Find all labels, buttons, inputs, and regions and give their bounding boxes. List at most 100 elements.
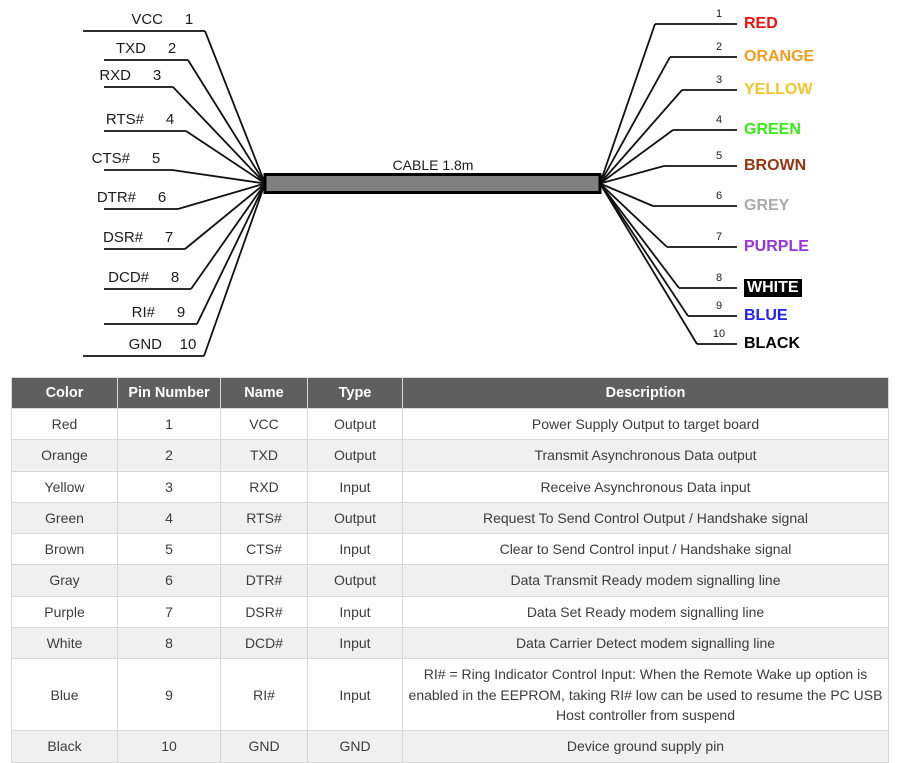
pin-number-right-1: 1 (715, 8, 723, 20)
column-header-pin-number: Pin Number (117, 377, 221, 409)
cell-type: GND (307, 730, 403, 763)
wire-left-10 (203, 183, 266, 357)
column-header-name: Name (220, 377, 308, 409)
column-header-type: Type (307, 377, 403, 409)
cell-pin-number: 2 (117, 439, 221, 472)
wire-right-9 (599, 183, 689, 317)
cell-name: CTS# (220, 533, 308, 566)
cell-type: Input (307, 658, 403, 732)
wire-right-7 (599, 182, 668, 248)
cell-pin-number: 6 (117, 564, 221, 597)
pin-number-left-9: 9 (176, 304, 186, 321)
cell-name: RI# (220, 658, 308, 732)
pin-number-left-8: 8 (170, 269, 180, 286)
cell-description: Power Supply Output to target board (402, 407, 889, 441)
pin-label-ri: RI# (131, 304, 155, 321)
pin-number-right-6: 6 (715, 190, 723, 202)
wire-right-3 (599, 89, 683, 185)
pin-number-left-10: 10 (179, 336, 197, 353)
cell-pin-number: 9 (117, 658, 221, 732)
pin-label-gnd: GND (128, 336, 162, 353)
cell-type: Input (307, 533, 403, 566)
cell-description: Transmit Asynchronous Data output (402, 439, 889, 472)
pin-number-right-5: 5 (715, 150, 723, 162)
cell-description: Data Carrier Detect modem signalling lin… (402, 627, 889, 660)
cell-color: White (11, 627, 118, 660)
pin-label-dcd: DCD# (108, 269, 149, 286)
wire-left-7 (184, 182, 266, 250)
pin-number-right-7: 7 (715, 231, 723, 243)
cell-color: Brown (11, 533, 118, 566)
cell-color: Blue (11, 658, 118, 732)
cell-type: Input (307, 470, 403, 503)
wire-color-label-grey: GREY (744, 197, 790, 214)
pin-number-right-3: 3 (715, 74, 723, 86)
wire-left-3 (172, 86, 266, 185)
cell-name: DTR# (220, 564, 308, 597)
table-header: Color Pin Number Name Type Description (11, 377, 889, 409)
wire-color-label-white: WHITE (744, 279, 802, 297)
cell-type: Output (307, 439, 403, 472)
cell-color: Gray (11, 564, 118, 597)
wire-left-4 (185, 130, 266, 185)
pin-label-vcc: VCC (131, 11, 163, 28)
wire-color-label-black: BLACK (744, 335, 800, 352)
wire-right-4 (599, 129, 674, 185)
cable-bar (263, 173, 602, 194)
cell-pin-number: 3 (117, 470, 221, 503)
pin-number-left-4: 4 (165, 111, 175, 128)
pin-number-right-10: 10 (712, 328, 726, 340)
pin-label-txd: TXD (116, 40, 146, 57)
wire-color-label-blue: BLUE (744, 307, 788, 324)
cell-description: Receive Asynchronous Data input (402, 470, 889, 503)
pin-label-dsr: DSR# (102, 229, 143, 246)
cell-color: Black (11, 730, 118, 763)
pin-number-left-6: 6 (157, 189, 167, 206)
cell-description: Data Transmit Ready modem signalling lin… (402, 564, 889, 597)
wire-left-1 (204, 30, 266, 184)
table-header-row: Color Pin Number Name Type Description (11, 377, 889, 409)
cell-pin-number: 7 (117, 595, 221, 629)
column-header-color: Color (11, 377, 118, 409)
wire-right-5 (599, 165, 665, 185)
pin-number-right-9: 9 (715, 300, 723, 312)
cell-color: Orange (11, 439, 118, 472)
cell-pin-number: 1 (117, 407, 221, 441)
cell-name: TXD (220, 439, 308, 472)
cell-name: GND (220, 730, 308, 763)
cell-type: Output (307, 501, 403, 535)
wiring-svg (83, 23, 737, 357)
wire-right-10 (599, 183, 698, 345)
cell-description: Device ground supply pin (402, 730, 889, 763)
cell-color: Red (11, 407, 118, 441)
cell-pin-number: 10 (117, 730, 221, 763)
wire-right-8 (599, 182, 680, 289)
wire-left-2 (187, 59, 266, 184)
cable-length-caption: CABLE 1.8m (392, 157, 474, 173)
column-header-description: Description (402, 377, 889, 409)
pin-label-cts: CTS# (91, 150, 130, 167)
pin-number-left-5: 5 (151, 150, 161, 167)
wire-left-8 (190, 182, 266, 290)
cell-name: DCD# (220, 627, 308, 660)
wire-color-label-brown: BROWN (744, 157, 807, 174)
pin-number-right-2: 2 (715, 41, 723, 53)
cell-description: RI# = Ring Indicator Control Input: When… (402, 658, 889, 732)
cell-description: Clear to Send Control input / Handshake … (402, 533, 889, 566)
cell-color: Green (11, 501, 118, 535)
pin-label-dtr: DTR# (96, 189, 136, 206)
cell-name: RXD (220, 470, 308, 503)
wire-color-label-red: RED (744, 15, 778, 32)
wire-color-label-purple: PURPLE (744, 238, 809, 255)
pin-label-rxd: RXD (99, 67, 131, 84)
cell-type: Input (307, 627, 403, 660)
pin-label-rts: RTS# (105, 111, 144, 128)
wire-right-1 (599, 23, 656, 184)
